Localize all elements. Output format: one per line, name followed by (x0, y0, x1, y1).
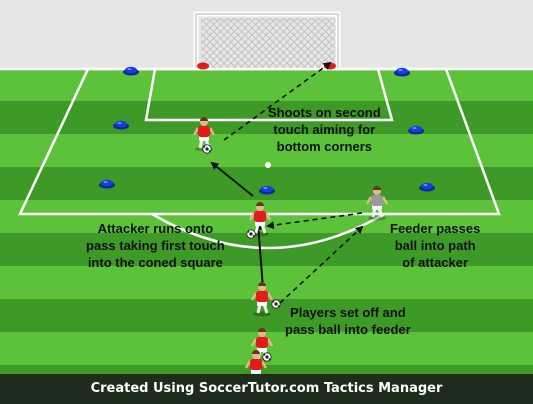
footer-banner: Created Using SoccerTutor.com Tactics Ma… (0, 374, 533, 404)
penalty-spot (265, 162, 271, 168)
annotation-line: pass taking first touch (86, 238, 225, 253)
annotation-line: Shoots on second (268, 105, 381, 120)
penalty-arc (151, 212, 385, 250)
ball-icon (262, 352, 272, 362)
cones (99, 66, 435, 195)
cone-icon (113, 120, 129, 130)
cone-icon (394, 67, 410, 77)
shot-arrow-icon (223, 61, 332, 141)
ball-icon (246, 229, 256, 239)
grass-stripe (0, 167, 533, 201)
annotation-line: of attacker (402, 255, 469, 270)
annotation-line: touch aiming for (273, 122, 376, 137)
feeder-pass-arrow-icon (266, 212, 363, 230)
pass-to-feeder-arrow-icon (279, 225, 364, 304)
ball-icon (271, 299, 281, 309)
annotation-line: Attacker runs onto (97, 221, 214, 236)
annotation-line: ball into path (394, 238, 476, 253)
annotation-players: Players set off and pass ball into feede… (285, 304, 411, 338)
grass-stripe (0, 134, 533, 168)
ball-icon (202, 144, 212, 154)
pitch-lines (0, 67, 533, 250)
annotation-line: into the coned square (87, 255, 223, 270)
player-feeder-icon (365, 186, 389, 221)
grass-stripe (0, 68, 533, 102)
annotation-line: pass ball into feeder (285, 322, 411, 337)
balls (202, 144, 281, 362)
cone-icon (99, 179, 115, 189)
annotation-line: Feeder passes (390, 221, 481, 236)
attacker-run-arrow-icon (254, 222, 264, 289)
annotation-shoot: Shoots on second touch aiming for bottom… (268, 104, 381, 155)
annotation-feeder: Feeder passes ball into path of attacker (390, 220, 480, 271)
first-touch-arrow-icon (210, 161, 254, 197)
cone-icon (408, 125, 424, 135)
annotation-attacker: Attacker runs onto pass taking first tou… (86, 220, 225, 271)
arrows (210, 61, 364, 304)
cone-icon (259, 185, 275, 195)
goal-icon (193, 11, 341, 70)
player-queue-1-icon (250, 282, 274, 317)
six-yard-box (144, 67, 394, 122)
cone-icon (419, 182, 435, 192)
annotation-line: bottom corners (276, 139, 372, 154)
player-attacker-icon (248, 202, 272, 237)
grass-stripe (0, 233, 533, 267)
grass-stripe (0, 101, 533, 135)
annotation-line: Players set off and (290, 305, 406, 320)
cone-icon (123, 66, 139, 76)
